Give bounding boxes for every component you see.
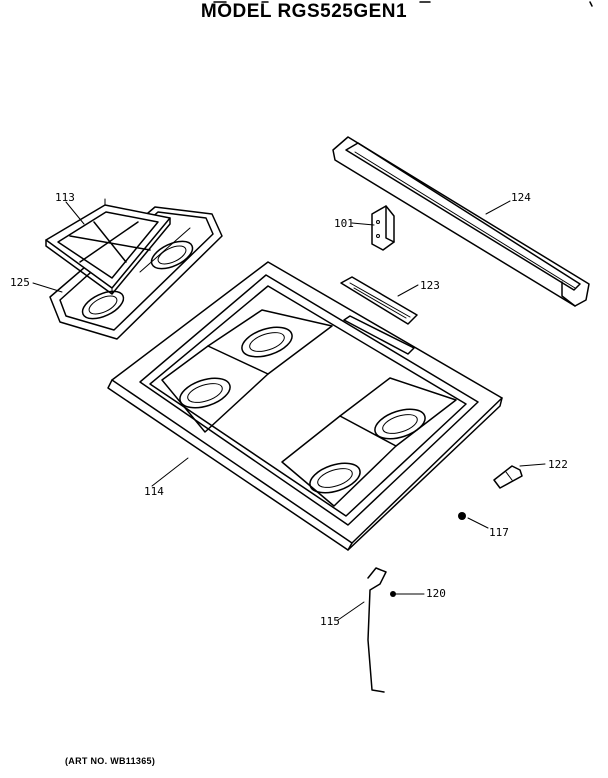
label-114: 114 — [144, 485, 164, 498]
label-115: 115 — [320, 615, 340, 628]
label-124: 124 — [511, 191, 531, 204]
label-125: 125 — [10, 276, 30, 289]
part-122-orifice — [493, 465, 523, 489]
diagram-title: MODEL RGS525GEN1 — [200, 1, 408, 22]
leader-lines — [32, 200, 546, 621]
part-114-cooktop — [107, 261, 503, 551]
part-113-grate — [45, 198, 171, 295]
label-117: 117 — [489, 526, 509, 539]
part-124-backguard-trim — [332, 136, 590, 307]
part-117-plug — [458, 512, 466, 520]
part-120-screw — [390, 591, 396, 597]
art-number: (ART NO. WB11365) — [65, 756, 156, 766]
label-123: 123 — [420, 279, 440, 292]
label-120: 120 — [426, 587, 446, 600]
label-122: 122 — [548, 458, 568, 471]
part-101-bracket — [371, 205, 395, 251]
label-101: 101 — [334, 217, 354, 230]
part-123-vent-trim — [340, 276, 418, 325]
top-partial-title-line — [213, 1, 593, 7]
label-113: 113 — [55, 191, 75, 204]
part-125-drip-pan — [49, 206, 223, 340]
part-115-support-rod — [367, 567, 387, 693]
